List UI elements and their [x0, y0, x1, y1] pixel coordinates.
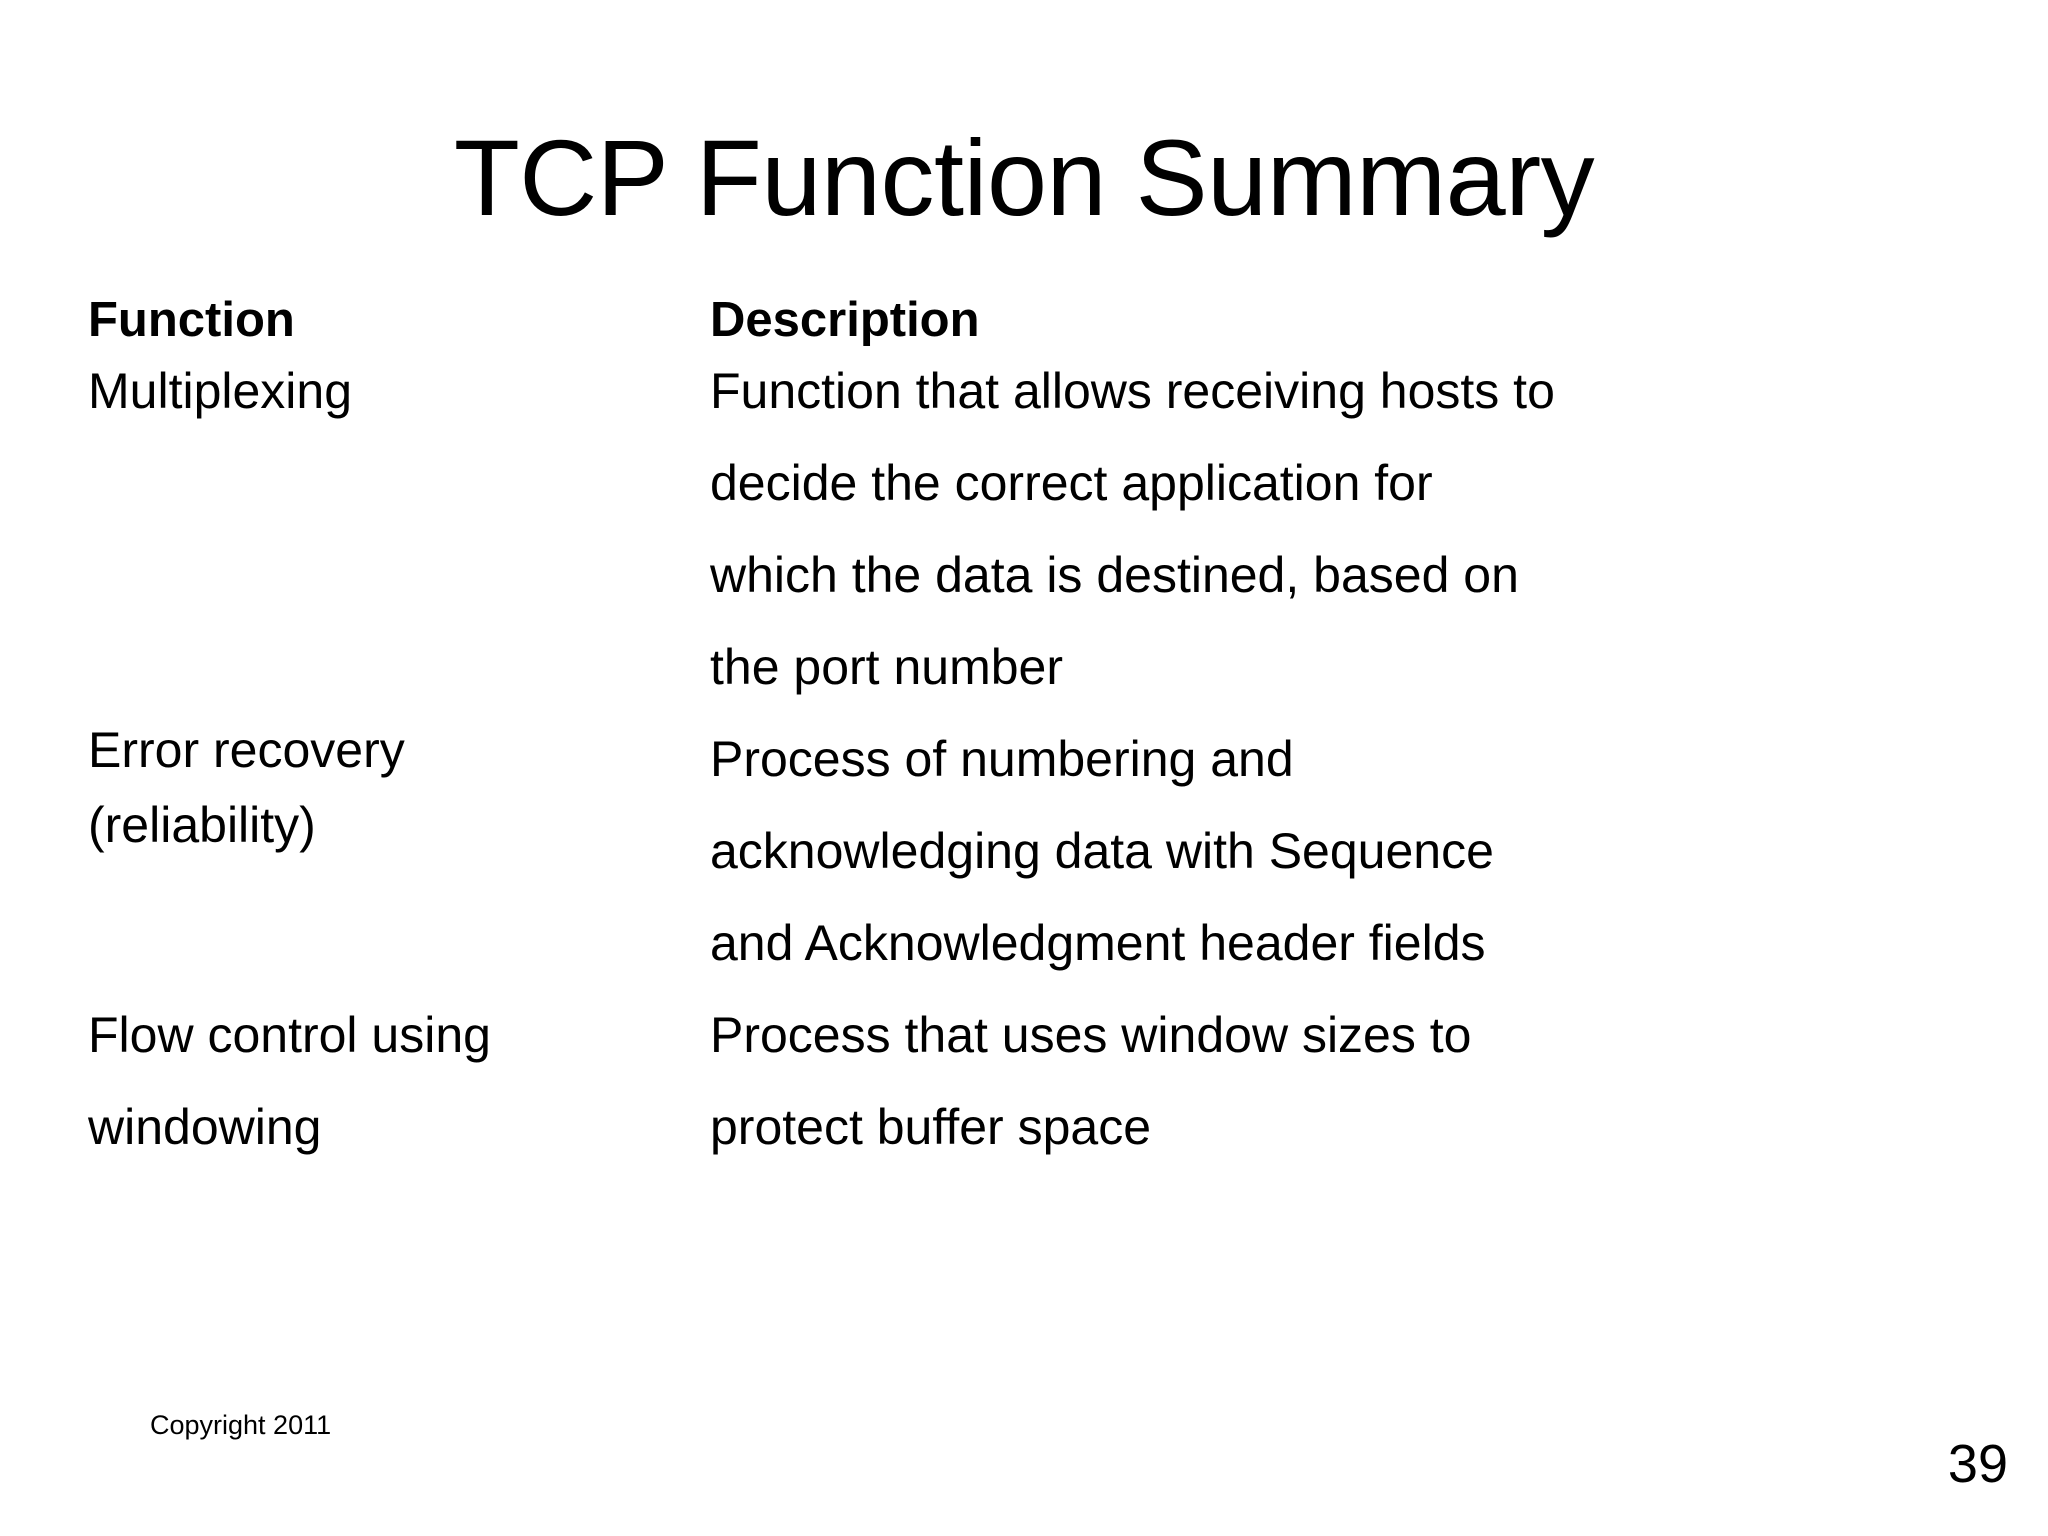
- column-header-description: Description: [710, 293, 980, 347]
- text-line: and Acknowledgment header fields: [710, 915, 1486, 971]
- text-line: Process that uses window sizes to: [710, 1007, 1472, 1063]
- cell-function-multiplexing: Multiplexing: [88, 345, 710, 713]
- table-row: Flow control using windowing Process tha…: [88, 989, 1960, 1173]
- text-line: Multiplexing: [88, 363, 353, 419]
- text-line: Function that allows receiving hosts to: [710, 363, 1555, 419]
- cell-function-flow-control: Flow control using windowing: [88, 989, 710, 1173]
- table-header-row: Function Description: [88, 296, 1960, 345]
- cell-function-error-recovery: Error recovery (reliability): [88, 713, 710, 989]
- text-line: Process of numbering and: [710, 731, 1294, 787]
- copyright-notice: Copyright 2011: [150, 1410, 332, 1440]
- text-line: Error recovery: [88, 722, 405, 778]
- text-line: protect buffer space: [710, 1099, 1152, 1155]
- text-line: acknowledging data with Sequence: [710, 823, 1494, 879]
- cell-description-multiplexing: Function that allows receiving hosts to …: [710, 345, 1960, 713]
- text-line: windowing: [88, 1099, 322, 1155]
- text-line: which the data is destined, based on: [710, 547, 1519, 603]
- text-line: (reliability): [88, 797, 316, 853]
- cell-description-error-recovery: Process of numbering and acknowledging d…: [710, 713, 1960, 989]
- column-header-function: Function: [88, 293, 295, 347]
- text-line: Flow control using: [88, 1007, 491, 1063]
- table-row: Multiplexing Function that allows receiv…: [88, 345, 1960, 713]
- text-line: the port number: [710, 639, 1063, 695]
- tcp-function-summary-table: Function Description Multiplexing Functi…: [88, 296, 1960, 1173]
- table-row: Error recovery (reliability) Process of …: [88, 713, 1960, 989]
- text-line: decide the correct application for: [710, 455, 1433, 511]
- page-number: 39: [1947, 1434, 2008, 1494]
- cell-description-flow-control: Process that uses window sizes to protec…: [710, 989, 1960, 1173]
- page-title: TCP Function Summary: [453, 117, 1595, 239]
